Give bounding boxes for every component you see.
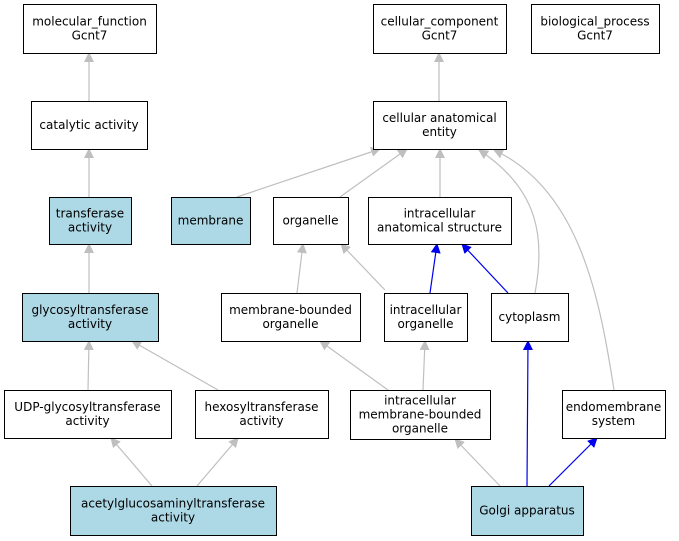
- edge-golgi-to-cytoplasm: [522, 340, 533, 487]
- node-cytoplasm: cytoplasm: [491, 293, 569, 342]
- node-membrane: membrane: [171, 197, 251, 245]
- node-label: cytoplasm: [499, 310, 561, 324]
- edge-io-to-organelle: [340, 243, 386, 291]
- node-label: system: [592, 414, 635, 428]
- node-label: biological_process: [540, 15, 649, 29]
- node-box: [49, 197, 132, 245]
- node-box: [195, 390, 329, 439]
- node-label: intracellular: [384, 394, 456, 408]
- node-label: organelle: [397, 317, 453, 331]
- node-box: [171, 197, 251, 245]
- node-label: organelle: [282, 214, 338, 228]
- node-box: [373, 101, 507, 150]
- node-label: UDP-glycosyltransferase: [14, 400, 160, 414]
- node-box: [221, 293, 361, 342]
- node-box: [4, 390, 172, 439]
- node-label: hexosyltransferase: [205, 400, 319, 414]
- node-golgi: Golgi apparatus: [471, 486, 584, 536]
- node-box: [350, 390, 491, 440]
- nodes-layer: molecular_functionGcnt7cellular_componen…: [4, 4, 666, 536]
- node-label: anatomical structure: [377, 221, 502, 235]
- node-label: membrane-bounded: [359, 408, 482, 422]
- node-label: membrane: [178, 214, 244, 228]
- node-box: [491, 293, 569, 342]
- node-box: [368, 197, 512, 245]
- node-box: [384, 293, 468, 342]
- node-label: activity: [239, 414, 283, 428]
- node-label: acetylglucosaminyltransferase: [81, 497, 265, 511]
- node-label: Gcnt7: [72, 29, 108, 43]
- edge-hexo-to-glyco: [131, 340, 219, 391]
- node-organelle: organelle: [273, 197, 349, 245]
- edge-membrane-to-cae: [236, 147, 381, 198]
- edge-udp-to-glyco: [83, 340, 94, 391]
- node-label: glycosyltransferase: [31, 303, 148, 317]
- node-label: activity: [68, 221, 112, 235]
- edge-imbo-to-mbo: [319, 340, 389, 391]
- edge-endo-to-cae: [493, 149, 615, 391]
- edge-organelle-to-cae: [339, 148, 408, 198]
- node-box: [373, 4, 507, 54]
- node-label: Gcnt7: [422, 29, 458, 43]
- edge-golgi-to-imbo: [454, 438, 501, 487]
- edge-acetyl-to-udp: [110, 437, 153, 487]
- node-box: [273, 197, 349, 245]
- edge-mbo-to-organelle: [296, 243, 307, 294]
- node-label: Gcnt7: [577, 29, 613, 43]
- node-label: transferase: [56, 207, 124, 221]
- edges-layer: [83, 52, 615, 487]
- node-catalytic: catalytic activity: [31, 101, 148, 150]
- node-label: organelle: [392, 422, 448, 436]
- node-label: activity: [65, 414, 109, 428]
- edge-cytoplasm-to-cae: [478, 149, 540, 294]
- node-box: [23, 4, 157, 54]
- node-label: activity: [151, 511, 195, 525]
- node-box: [70, 486, 277, 536]
- node-box: [531, 4, 660, 54]
- node-label: catalytic activity: [39, 118, 138, 132]
- node-box: [471, 486, 584, 536]
- node-label: Golgi apparatus: [479, 504, 575, 518]
- node-label: activity: [68, 317, 112, 331]
- node-label: molecular_function: [32, 15, 147, 29]
- edge-golgi-to-endo: [548, 437, 598, 487]
- node-label: cellular anatomical: [382, 111, 496, 125]
- node-label: organelle: [262, 317, 318, 331]
- edge-cytoplasm-to-ias: [461, 243, 509, 294]
- edge-io-to-ias: [429, 243, 441, 294]
- node-label: membrane-bounded: [229, 303, 352, 317]
- node-label: entity: [422, 125, 457, 139]
- edge-acetyl-to-hexo: [196, 437, 239, 487]
- node-box: [31, 101, 148, 150]
- node-box: [562, 390, 666, 439]
- node-label: intracellular: [390, 303, 462, 317]
- node-label: intracellular: [404, 207, 476, 221]
- edge-imbo-to-io: [419, 340, 430, 391]
- node-label: cellular_component: [381, 15, 499, 29]
- node-label: endomembrane: [566, 400, 662, 414]
- node-box: [22, 293, 159, 342]
